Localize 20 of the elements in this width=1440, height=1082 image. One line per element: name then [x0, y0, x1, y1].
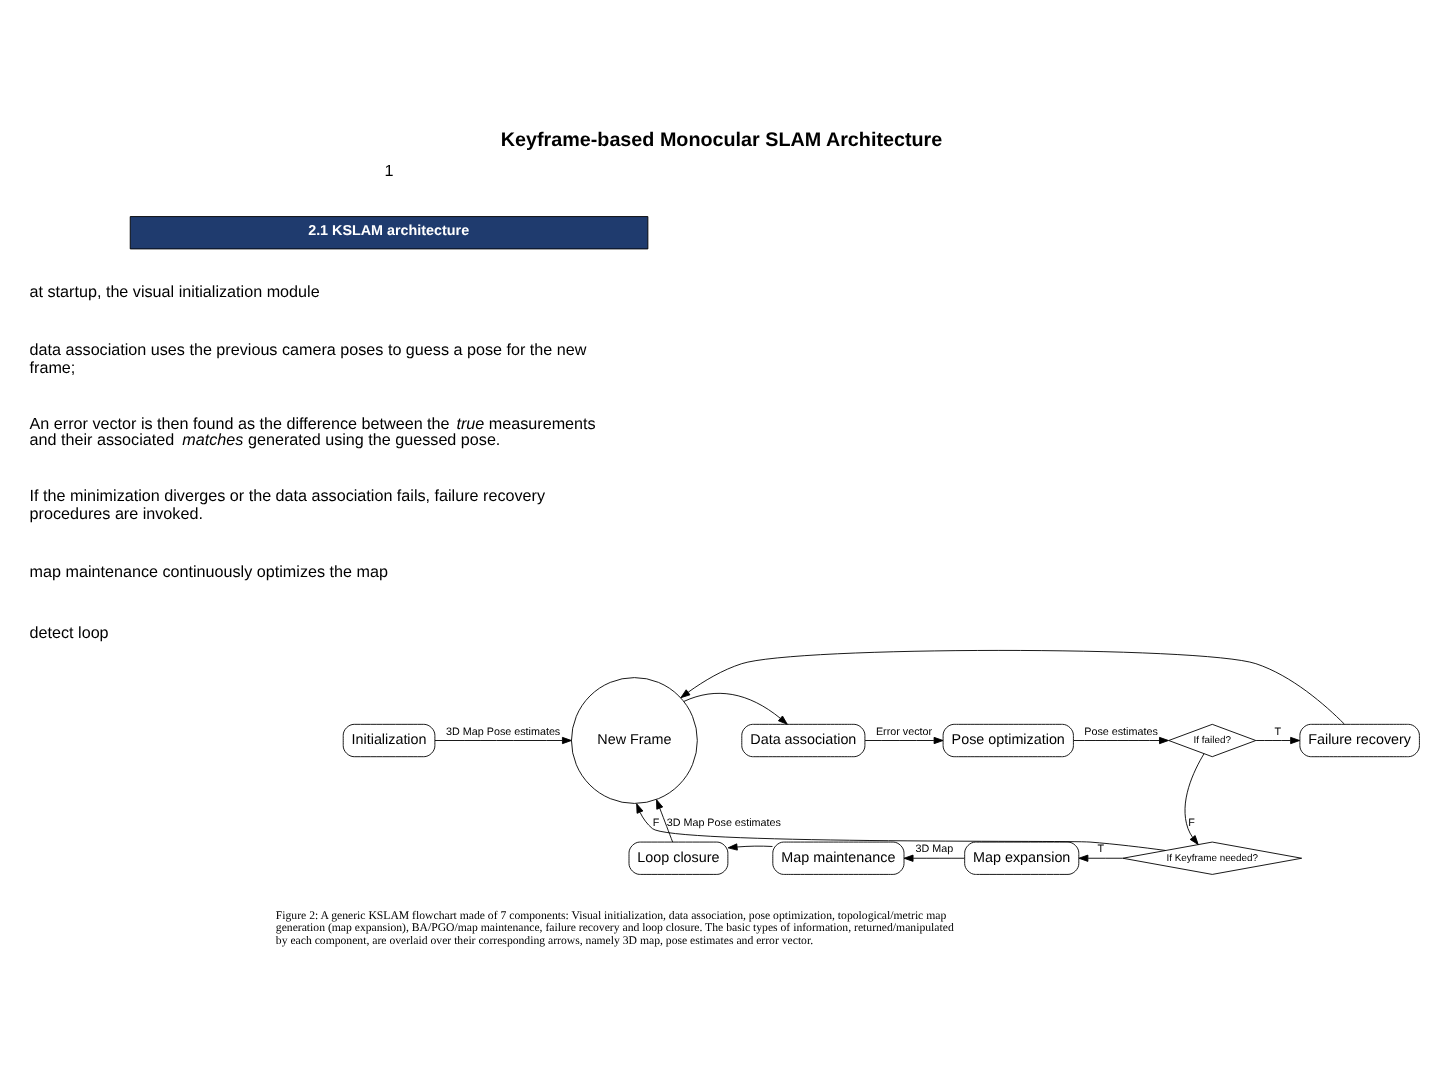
arrow: [636, 803, 1167, 851]
arrow: [683, 692, 788, 725]
arrow: [903, 854, 965, 862]
label: An error vector is then found as the difference between the true measurements and their associated matches generated using the guessed pose.: [29, 415, 596, 450]
arrow: [727, 843, 773, 851]
label: map maintenance continuously optimizes the map: [29, 563, 388, 582]
arrow: [1255, 736, 1301, 745]
arrow: [1184, 753, 1205, 846]
label: detect loop: [29, 623, 109, 642]
diagram-title: Keyframe-based Monocular SLAM Architecture: [500, 130, 943, 153]
arrow: [434, 736, 572, 745]
label: If the minimization diverges or the data association fails, failure recovery procedures are invoked.: [29, 486, 546, 523]
label: at startup, the visual initialization module: [29, 282, 320, 301]
arrow: [680, 649, 1345, 725]
arrow: [656, 799, 674, 843]
label: 1: [384, 162, 394, 181]
arrow: [1078, 854, 1124, 862]
arrow: [864, 736, 944, 745]
arrow: [1073, 736, 1169, 745]
label: data association uses the previous camera poses to guess a pose for the new frame;: [29, 341, 587, 378]
